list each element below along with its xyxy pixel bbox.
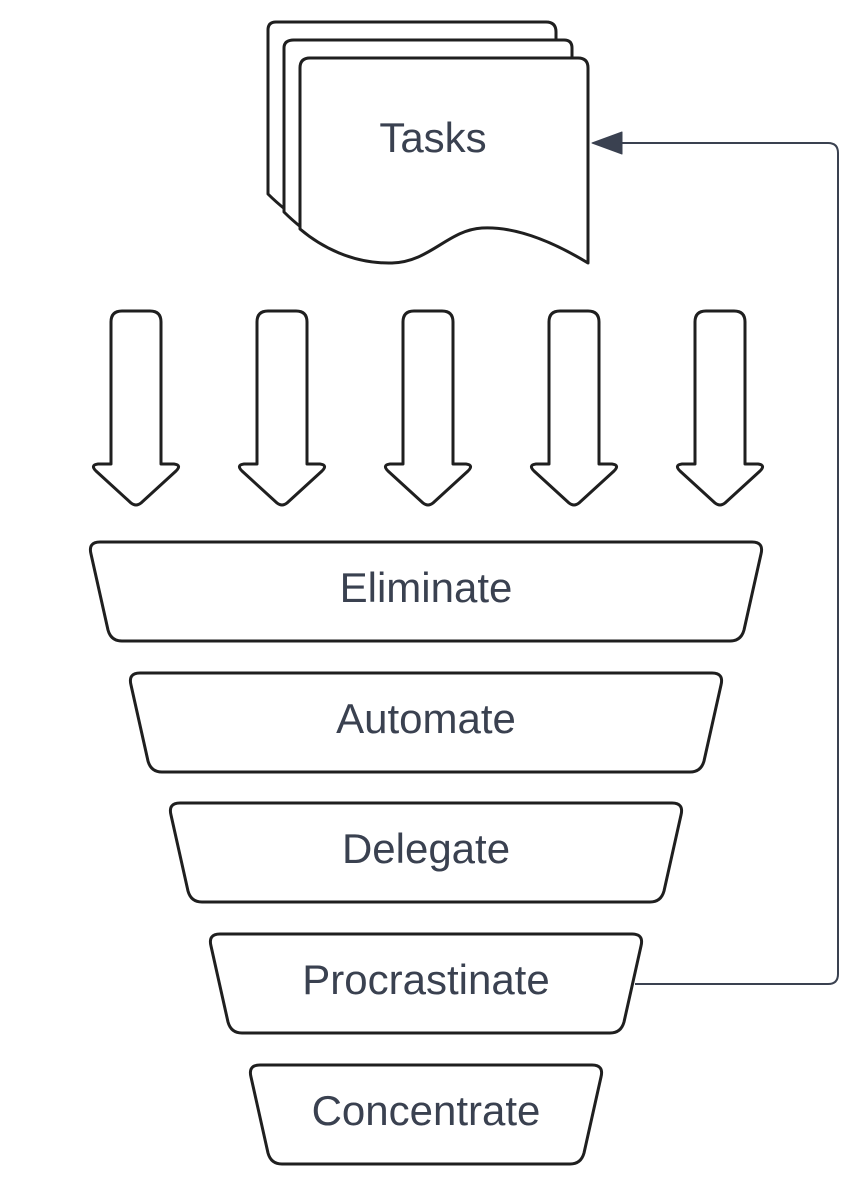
stage-shape bbox=[88, 540, 764, 643]
input-arrows bbox=[91, 309, 765, 507]
stage-label: Eliminate bbox=[340, 564, 513, 611]
funnel-stages: Eliminate Automate Delegate Procrastinat… bbox=[88, 540, 764, 1166]
stage-shape bbox=[208, 932, 644, 1035]
stage-automate[interactable]: Automate bbox=[128, 671, 724, 774]
connector-line bbox=[620, 142, 839, 985]
stage-shape bbox=[168, 801, 684, 904]
document-front bbox=[298, 56, 590, 265]
tasks-document-stack[interactable]: Tasks bbox=[266, 20, 590, 265]
stage-shape bbox=[248, 1063, 604, 1166]
arrowhead-left-icon bbox=[591, 131, 623, 155]
tasks-label: Tasks bbox=[379, 114, 486, 161]
stage-label: Delegate bbox=[342, 825, 510, 872]
stage-shape bbox=[128, 671, 724, 774]
stage-concentrate[interactable]: Concentrate bbox=[248, 1063, 604, 1166]
down-arrow-icon bbox=[383, 309, 473, 507]
stage-label: Procrastinate bbox=[302, 956, 549, 1003]
down-arrow-icon bbox=[237, 309, 327, 507]
stage-eliminate[interactable]: Eliminate bbox=[88, 540, 764, 643]
stage-delegate[interactable]: Delegate bbox=[168, 801, 684, 904]
stage-label: Concentrate bbox=[312, 1087, 541, 1134]
stage-procrastinate[interactable]: Procrastinate bbox=[208, 932, 644, 1035]
down-arrow-icon bbox=[91, 309, 181, 507]
stage-label: Automate bbox=[336, 695, 516, 742]
down-arrow-icon bbox=[529, 309, 619, 507]
feedback-connector[interactable] bbox=[591, 131, 839, 985]
down-arrow-icon bbox=[675, 309, 765, 507]
